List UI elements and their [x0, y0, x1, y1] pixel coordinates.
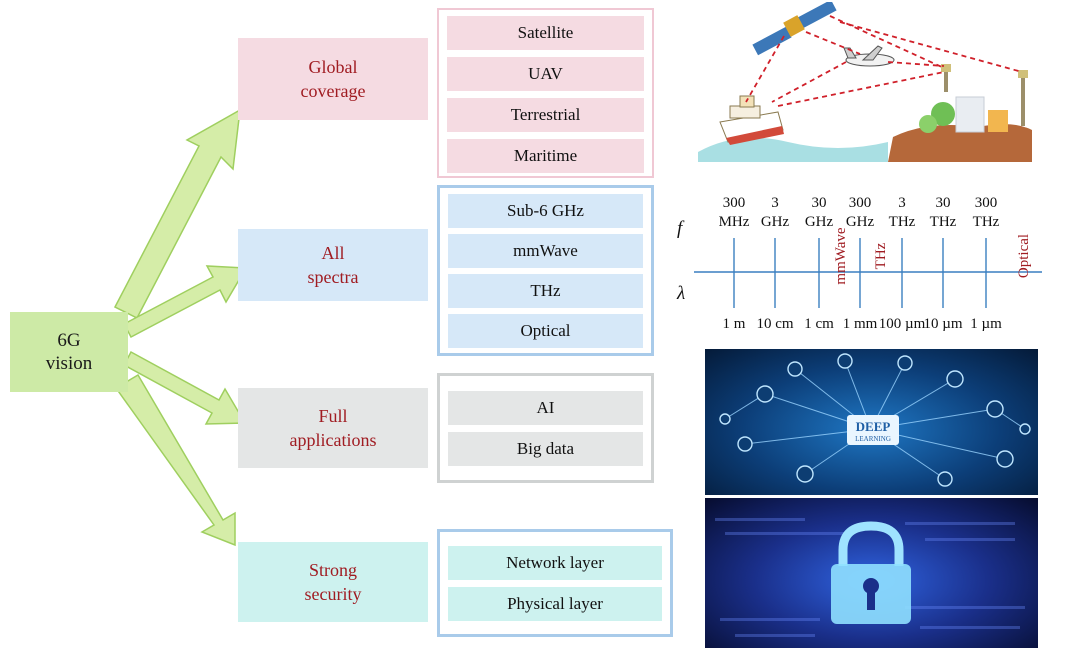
arrow-to-global-coverage [113, 108, 241, 320]
frequency-unit-label: THz [930, 214, 957, 230]
wavelength-label: 1 µm [970, 316, 1002, 332]
category-strong-security: Strong security [238, 542, 428, 622]
coverage-illustration [698, 2, 1032, 162]
item-thz: THz [448, 274, 643, 308]
frequency-unit-label: GHz [805, 214, 834, 230]
hub-6g-vision: 6G vision [10, 312, 128, 392]
lock-graphic [715, 518, 1025, 637]
deep-learning-image: DEEP LEARNING [705, 349, 1038, 495]
airplane-icon [843, 45, 895, 67]
band-label: mmWave [833, 227, 849, 284]
band-label: THz [873, 242, 889, 269]
frequency-unit-label: THz [973, 214, 1000, 230]
category-global-coverage: Global coverage [238, 38, 428, 120]
tower-icon [1018, 70, 1028, 126]
wavelength-label: 1 m [723, 316, 746, 332]
category-label: Global [308, 57, 358, 77]
group-security-items: Network layer Physical layer [437, 529, 673, 637]
category-label: coverage [300, 81, 366, 101]
ship-icon [719, 95, 784, 145]
frequency-symbol: f [677, 218, 685, 239]
wavelength-label: 1 mm [843, 316, 878, 332]
band-label: Optical [1016, 234, 1032, 278]
security-lock-image [705, 498, 1038, 648]
arrow-to-strong-security [114, 373, 236, 547]
group-spectra-items: Sub-6 GHz mmWave THz Optical [437, 185, 654, 356]
building-shape [955, 96, 985, 133]
wavelength-label: 1 cm [804, 316, 834, 332]
frequency-unit-label: GHz [761, 214, 790, 230]
wavelength-label: 10 µm [923, 316, 962, 332]
category-label: spectra [307, 267, 359, 287]
category-label: security [304, 584, 362, 604]
tree-shape [931, 102, 955, 126]
item-terrestrial: Terrestrial [447, 98, 644, 132]
item-ai: AI [448, 391, 643, 425]
frequency-value-label: 3 [898, 195, 906, 211]
learning-label: LEARNING [855, 435, 891, 443]
network-graphic: DEEP LEARNING [719, 353, 1031, 487]
item-satellite: Satellite [447, 16, 644, 50]
frequency-value-label: 30 [812, 195, 827, 211]
category-label: Full [318, 406, 348, 426]
frequency-unit-label: MHz [719, 214, 750, 230]
hub-line2: vision [45, 353, 93, 374]
sea-shape [698, 137, 888, 162]
frequency-value-label: 300 [849, 195, 872, 211]
building-shape [988, 110, 1008, 132]
item-physical-layer: Physical layer [448, 587, 662, 621]
lock-shackle [838, 521, 904, 566]
category-label: applications [289, 430, 377, 450]
item-optical: Optical [448, 314, 643, 348]
category-label: Strong [308, 560, 357, 580]
tower-icon [941, 64, 951, 92]
hub-line1: 6G [57, 330, 81, 351]
wavelength-symbol: λ [676, 283, 685, 304]
group-application-items: AI Big data [437, 373, 654, 483]
frequency-unit-label: GHz [846, 214, 875, 230]
frequency-unit-label: THz [889, 214, 916, 230]
land-shape [888, 124, 1032, 162]
item-sub6ghz: Sub-6 GHz [448, 194, 643, 228]
deep-label: DEEP [856, 419, 891, 434]
category-all-spectra: All spectra [238, 229, 428, 301]
item-uav: UAV [447, 57, 644, 91]
frequency-value-label: 300 [723, 195, 746, 211]
item-mmwave: mmWave [448, 234, 643, 268]
frequency-value-label: 3 [771, 195, 779, 211]
frequency-value-label: 30 [936, 195, 951, 211]
wavelength-label: 100 µm [879, 316, 926, 332]
group-coverage-items: Satellite UAV Terrestrial Maritime [437, 8, 654, 178]
link-lines [745, 15, 1023, 107]
item-network-layer: Network layer [448, 546, 662, 580]
category-label: All [321, 243, 345, 263]
item-big-data: Big data [448, 432, 643, 466]
item-maritime: Maritime [447, 139, 644, 173]
arrow-to-full-applications [122, 350, 247, 425]
category-full-applications: Full applications [238, 388, 428, 468]
wavelength-label: 10 cm [756, 316, 793, 332]
arrow-to-all-spectra [122, 265, 248, 339]
satellite-icon [752, 2, 837, 56]
frequency-value-label: 300 [975, 195, 998, 211]
tree-shape [919, 115, 937, 133]
